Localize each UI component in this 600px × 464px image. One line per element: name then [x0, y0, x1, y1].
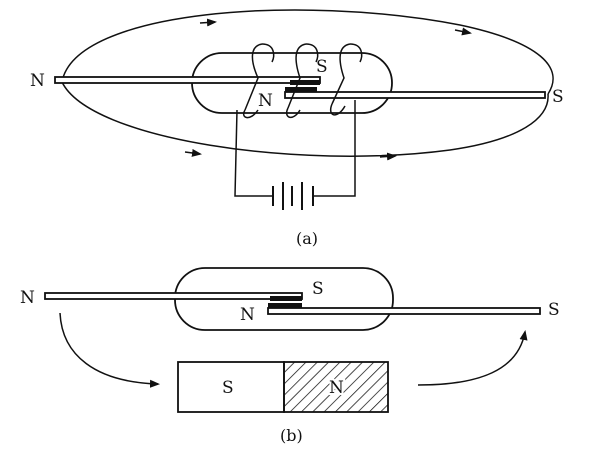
reed-right-contact — [285, 87, 317, 92]
field-loop-lower — [61, 81, 549, 157]
caption-b: (b) — [280, 426, 303, 445]
pole-label-inner-lower: N — [240, 305, 255, 325]
reed-left-bar — [44, 292, 303, 300]
field-arrow — [184, 148, 202, 157]
field-arrow — [454, 27, 472, 36]
figure-b: N S S N S N (b) — [20, 267, 560, 445]
magnet-s-half — [177, 361, 285, 413]
flux-arrow-right — [417, 330, 528, 386]
battery — [272, 182, 314, 210]
pole-label-inner-upper: S — [316, 57, 328, 77]
magnet-n-half — [283, 361, 389, 413]
reed-right-bar — [284, 91, 546, 99]
flux-arrow-left — [59, 312, 160, 388]
reed-right-bar — [267, 307, 541, 315]
figure-a: N S S N (a) — [30, 9, 564, 248]
caption-a: (a) — [296, 229, 318, 248]
pole-label-inner-upper: S — [312, 279, 324, 299]
pole-label-right: S — [548, 300, 560, 320]
reed-right-contact — [268, 303, 302, 308]
magnet-label-s: S — [222, 378, 234, 398]
pole-label-left: N — [30, 71, 45, 91]
battery-wire — [313, 100, 356, 197]
coil — [243, 43, 363, 119]
pole-label-right: S — [552, 87, 564, 107]
reed-left-contact — [270, 296, 302, 301]
reed-left-contact — [290, 80, 320, 85]
field-arrow — [199, 18, 217, 27]
field-loop-upper — [61, 9, 554, 95]
pole-label-left: N — [20, 288, 35, 308]
magnet-label-n: N — [329, 378, 344, 398]
pole-label-inner-lower: N — [258, 91, 273, 111]
field-arrow — [379, 152, 397, 161]
reed-left-bar — [54, 76, 321, 84]
battery-wire — [234, 109, 273, 197]
